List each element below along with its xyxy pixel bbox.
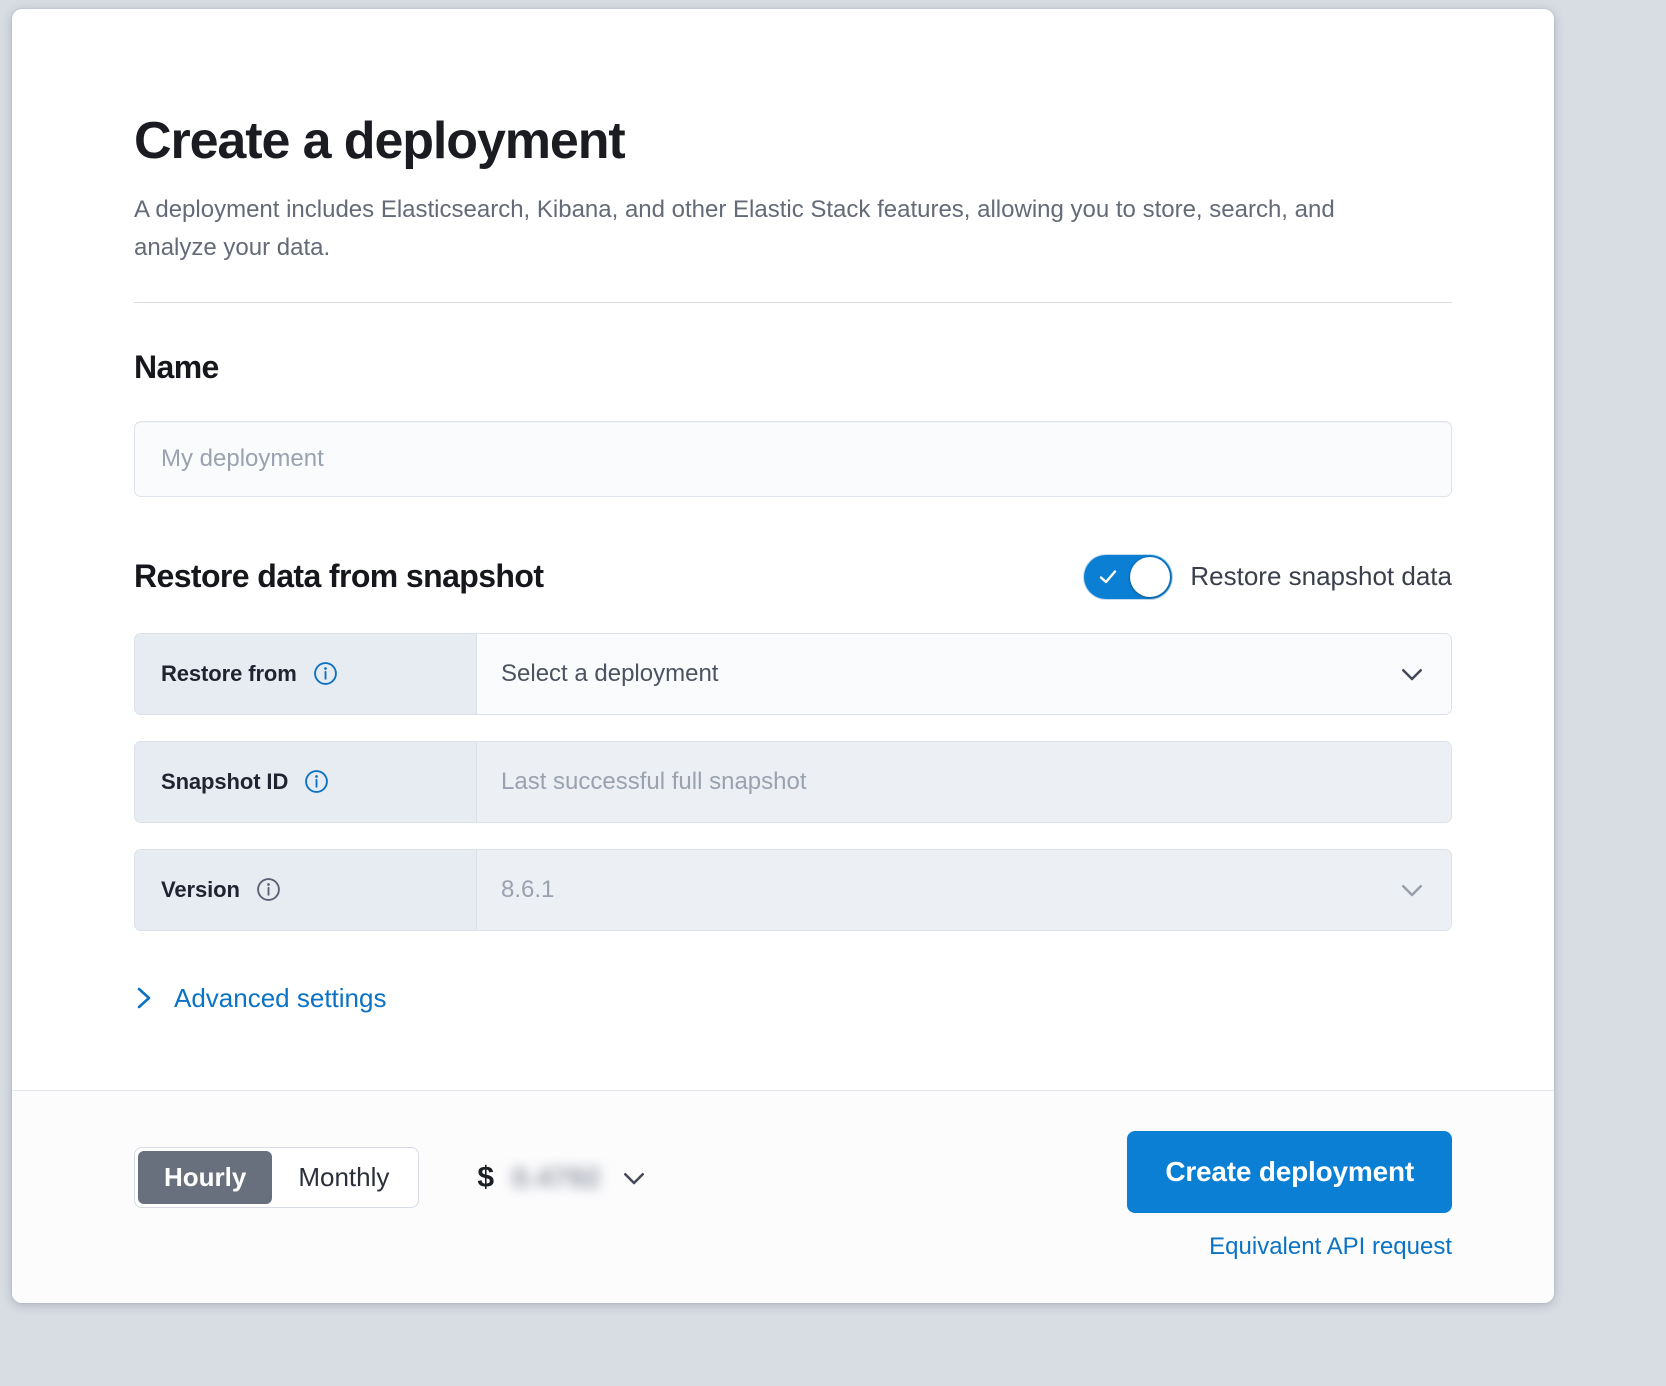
- snapshot-id-value: Last successful full snapshot: [501, 767, 807, 795]
- chevron-down-icon[interactable]: [619, 1163, 649, 1193]
- currency-symbol: $: [477, 1160, 495, 1194]
- snapshot-id-label-group: Snapshot ID: [135, 741, 477, 822]
- restore-snapshot-toggle-group[interactable]: Restore snapshot data: [1084, 554, 1452, 599]
- chevron-right-icon: [137, 988, 151, 1009]
- version-label: Version: [161, 876, 240, 902]
- price-group[interactable]: $ 0.4792: [477, 1161, 648, 1195]
- name-section-title: Name: [134, 348, 219, 385]
- billing-option-hourly[interactable]: Hourly: [138, 1151, 273, 1204]
- deployment-name-input[interactable]: My deployment: [134, 420, 1452, 497]
- panel-footer: Hourly Monthly $ 0.4792 Create deploymen…: [12, 1090, 1554, 1303]
- create-deployment-panel: Create a deployment A deployment include…: [12, 9, 1554, 1303]
- footer-left-group: Hourly Monthly $ 0.4792: [134, 1147, 649, 1208]
- restore-from-label: Restore from: [161, 660, 297, 686]
- panel-body: Create a deployment A deployment include…: [12, 9, 1554, 1090]
- advanced-settings-toggle[interactable]: Advanced settings: [134, 983, 386, 1014]
- header-divider: [134, 301, 1452, 303]
- version-select[interactable]: 8.6.1: [477, 849, 1451, 930]
- toggle-knob: [1130, 556, 1171, 597]
- equivalent-api-request-link[interactable]: Equivalent API request: [1209, 1233, 1452, 1260]
- chevron-down-icon[interactable]: [1397, 875, 1427, 905]
- info-circle-icon[interactable]: [256, 877, 281, 902]
- restore-section-title: Restore data from snapshot: [134, 558, 544, 595]
- bottom-spacer: [134, 1014, 1452, 1090]
- restore-from-label-group: Restore from: [135, 633, 477, 714]
- snapshot-id-input[interactable]: Last successful full snapshot: [477, 741, 1451, 822]
- info-circle-icon[interactable]: [304, 769, 329, 794]
- restore-section-header: Restore data from snapshot Restore snaps…: [134, 554, 1452, 599]
- restore-form-rows: Restore from Select a deployment: [134, 632, 1452, 931]
- restore-from-value: Select a deployment: [501, 659, 719, 687]
- snapshot-id-row: Snapshot ID Last successful full snapsho…: [134, 740, 1452, 823]
- restore-snapshot-toggle-label: Restore snapshot data: [1190, 561, 1452, 592]
- restore-from-row: Restore from Select a deployment: [134, 632, 1452, 715]
- footer-right-group: Create deployment Equivalent API request: [1127, 1131, 1452, 1261]
- info-circle-icon[interactable]: [313, 661, 338, 686]
- billing-period-segmented-control[interactable]: Hourly Monthly: [134, 1147, 420, 1208]
- version-label-group: Version: [135, 849, 477, 930]
- page-description: A deployment includes Elasticsearch, Kib…: [134, 196, 1335, 262]
- restore-snapshot-toggle[interactable]: [1084, 554, 1173, 599]
- check-icon: [1100, 570, 1117, 584]
- version-value: 8.6.1: [501, 875, 555, 903]
- name-section: Name My deployment: [134, 349, 1452, 497]
- restore-from-select[interactable]: Select a deployment: [477, 633, 1451, 714]
- snapshot-id-label: Snapshot ID: [161, 768, 289, 794]
- create-deployment-button[interactable]: Create deployment: [1127, 1131, 1452, 1213]
- chevron-down-icon[interactable]: [1397, 659, 1427, 689]
- deployment-name-placeholder: My deployment: [161, 444, 324, 472]
- price-amount: 0.4792: [512, 1161, 601, 1193]
- advanced-settings-label: Advanced settings: [174, 982, 387, 1013]
- billing-option-monthly[interactable]: Monthly: [298, 1162, 390, 1192]
- version-row: Version 8.6.1: [134, 848, 1452, 931]
- page-title: Create a deployment: [134, 112, 626, 170]
